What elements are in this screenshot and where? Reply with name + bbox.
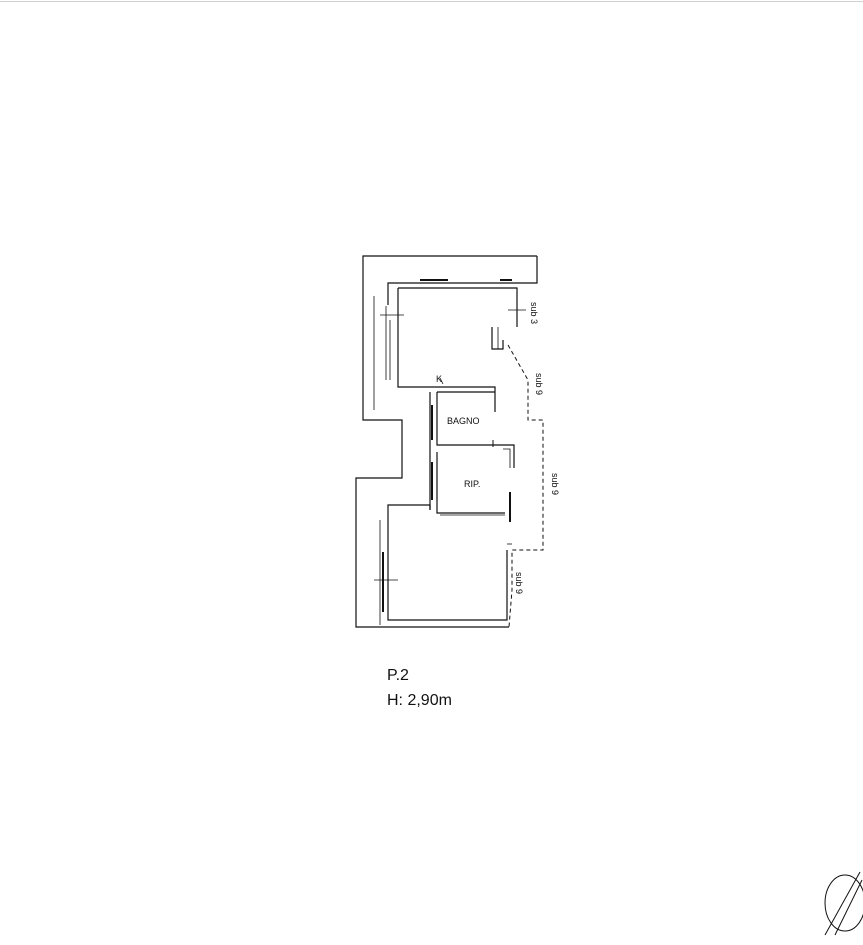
marker-k: K [436,374,442,384]
room-label-ripostiglio: RIP. [464,479,480,489]
top-rule [0,1,863,2]
neighbor-label-sub9-upper: sub 9 [534,373,544,395]
neighbor-boundary [507,290,544,628]
outer-wall [355,255,538,628]
living-room-walls [374,504,512,625]
neighbor-label-sub9-middle: sub 9 [550,473,560,495]
floor-label: P.2 [387,667,409,684]
room-label-bagno: BAGNO [447,416,480,426]
neighbor-label-sub9-lower: sub 9 [514,572,524,594]
storage-walls [436,452,511,522]
bathroom-walls [429,377,515,510]
neighbor-label-sub3: sub 3 [529,302,539,324]
north-arrow-icon [824,871,863,936]
ceiling-height-label: H: 2,90m [387,692,452,709]
